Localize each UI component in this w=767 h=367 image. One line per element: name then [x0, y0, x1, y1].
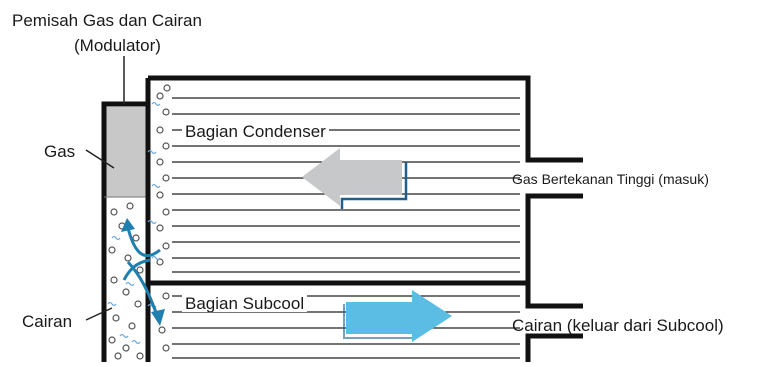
bubble — [162, 292, 170, 300]
liquid-label: Cairan — [22, 312, 73, 331]
bubble — [126, 202, 134, 210]
subcool-section-label: Bagian Subcool — [182, 295, 308, 312]
bubble — [163, 84, 171, 92]
separator-label-line2: (Modulator) — [74, 36, 161, 55]
bubble — [156, 191, 164, 199]
bubble — [156, 92, 164, 100]
bubble — [108, 336, 116, 344]
wave-mark — [151, 255, 161, 261]
bubble — [128, 322, 136, 330]
bubble — [110, 276, 118, 284]
liquid-bubbles — [108, 84, 171, 360]
condenser-body — [145, 75, 583, 366]
wave-mark — [119, 333, 129, 339]
bubble — [156, 258, 164, 266]
wave-mark — [125, 281, 135, 287]
gas-region — [106, 107, 146, 197]
bubble — [122, 288, 130, 296]
wave-mark — [107, 301, 117, 307]
wave-mark — [147, 219, 157, 225]
wave-mark — [151, 101, 161, 107]
bubble — [108, 246, 116, 254]
liquid-leader — [85, 307, 113, 321]
wave-mark — [131, 339, 141, 345]
condenser-section-label: Bagian Condenser — [182, 123, 329, 140]
bubble — [114, 352, 122, 360]
separator-label-line1: Pemisah Gas dan Cairan — [12, 11, 202, 30]
curved-flow-arrows-icon — [121, 218, 165, 326]
leader-lines — [85, 56, 125, 321]
liquid-outlet-label: Cairan (keluar dari Subcool) — [512, 316, 724, 335]
gas-label: Gas — [44, 142, 76, 161]
bubble — [134, 300, 142, 308]
arrow-left-icon — [302, 148, 408, 209]
bubble — [162, 208, 170, 216]
bubble — [136, 352, 144, 360]
bubble — [156, 158, 164, 166]
gas-leader — [85, 149, 115, 169]
wave-mark — [151, 183, 161, 189]
bubble — [110, 208, 118, 216]
bubble — [112, 314, 120, 322]
bubble — [132, 234, 140, 242]
bubble — [162, 344, 170, 352]
bubble — [156, 126, 164, 134]
condenser-top-outline — [148, 75, 583, 163]
bubble — [162, 174, 170, 182]
bubble — [136, 266, 144, 274]
bubble — [158, 326, 166, 334]
bubble — [162, 242, 170, 250]
subcool-outlet-top — [525, 283, 583, 309]
bubble — [162, 108, 170, 116]
bubble — [156, 224, 164, 232]
wave-mark — [111, 235, 121, 241]
bubble — [162, 142, 170, 150]
bubble — [124, 254, 132, 262]
wave-mark — [147, 149, 157, 155]
bubble — [122, 344, 130, 352]
condenser-partition-outline — [148, 193, 583, 286]
gas-inlet-label: Gas Bertekanan Tinggi (masuk) — [512, 171, 709, 187]
arrow-right-icon — [343, 290, 452, 342]
modulator-tank — [101, 101, 151, 367]
subcool-outlet-bottom — [525, 333, 583, 366]
